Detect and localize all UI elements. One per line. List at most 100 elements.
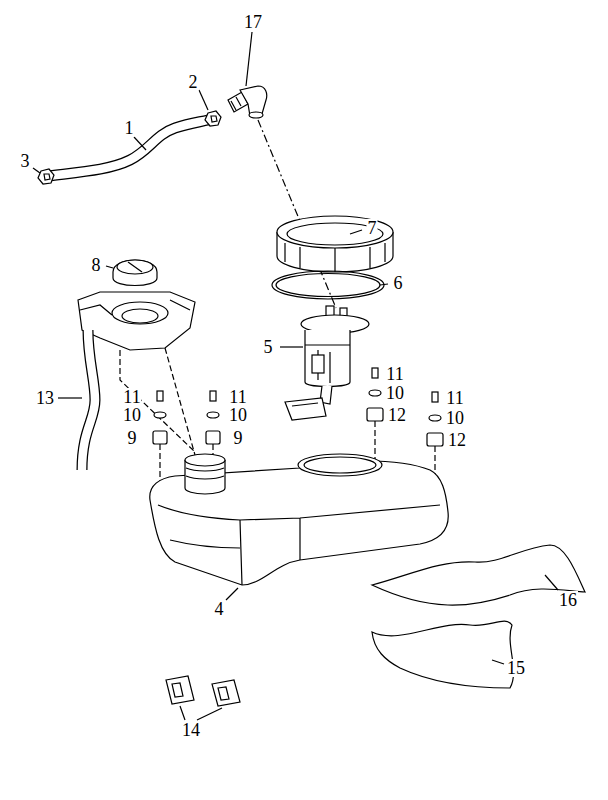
line-art xyxy=(298,454,382,476)
line-art xyxy=(80,300,190,315)
line-art xyxy=(492,660,504,664)
line-art xyxy=(112,302,168,324)
line-art xyxy=(82,330,95,470)
callout-number: 17 xyxy=(243,13,263,31)
line-art xyxy=(367,408,383,421)
tank-pad xyxy=(372,545,585,605)
callout-number: 8 xyxy=(91,256,102,274)
callout-number: 10 xyxy=(385,384,405,402)
line-art xyxy=(207,412,219,418)
line-art xyxy=(369,390,381,396)
line-art xyxy=(205,111,221,126)
callout-number: 11 xyxy=(228,388,247,406)
callout-number: 5 xyxy=(263,338,274,356)
lock-ring xyxy=(277,216,393,272)
line-art xyxy=(172,683,183,697)
line-art xyxy=(211,116,217,122)
callout-number: 10 xyxy=(122,406,142,424)
callout-number: 10 xyxy=(228,406,248,424)
line-art xyxy=(113,260,157,286)
line-art xyxy=(186,468,224,479)
line-art xyxy=(380,284,388,285)
line-art xyxy=(226,588,238,600)
elbow-connector xyxy=(228,86,267,118)
line-art xyxy=(350,230,362,234)
callout-number: 7 xyxy=(367,219,378,237)
callout-number: 4 xyxy=(214,600,225,618)
line-art xyxy=(185,454,225,466)
line-art xyxy=(58,397,82,398)
line-art xyxy=(82,330,95,470)
line-art xyxy=(372,368,378,378)
line-art xyxy=(305,330,350,387)
line-art xyxy=(128,262,142,272)
line-art xyxy=(134,137,146,150)
line-art xyxy=(44,174,50,180)
line-art xyxy=(240,86,267,116)
hose-clamp xyxy=(38,169,54,184)
line-art xyxy=(312,355,324,373)
fuel-tank xyxy=(150,454,448,585)
vent-hose xyxy=(48,120,208,176)
line-art xyxy=(246,32,252,86)
callout-number: 9 xyxy=(127,429,138,447)
line-art xyxy=(280,346,303,347)
leader-lines xyxy=(33,32,558,720)
callout-number: 6 xyxy=(393,274,404,292)
line-art xyxy=(218,687,229,700)
line-art xyxy=(117,260,153,274)
line-art xyxy=(154,412,166,418)
assembly-line xyxy=(258,120,336,308)
line-art xyxy=(285,243,385,272)
callout-number: 11 xyxy=(385,365,404,383)
line-art xyxy=(48,120,208,176)
callout-number: 15 xyxy=(506,659,526,677)
line-art xyxy=(305,345,350,383)
line-art xyxy=(427,433,443,446)
line-art xyxy=(158,505,440,585)
line-art xyxy=(292,403,318,406)
tank-pad xyxy=(372,621,514,688)
callout-number: 11 xyxy=(122,388,141,406)
hose-clamp xyxy=(205,111,221,126)
line-art xyxy=(285,398,326,420)
line-art xyxy=(122,309,158,323)
line-art xyxy=(277,216,393,248)
filler-cap xyxy=(113,260,157,286)
line-art xyxy=(153,431,167,444)
callout-number: 2 xyxy=(188,73,199,91)
line-art xyxy=(429,415,441,421)
filler-housing xyxy=(78,292,195,350)
line-art xyxy=(157,391,163,401)
line-art xyxy=(106,266,113,268)
o-ring xyxy=(272,271,384,299)
line-art xyxy=(304,457,376,473)
callout-number: 9 xyxy=(233,429,244,447)
clip xyxy=(166,676,240,706)
callout-number: 11 xyxy=(445,389,464,407)
line-art xyxy=(206,431,220,444)
line-art xyxy=(38,169,54,184)
line-art xyxy=(78,292,195,350)
callout-number: 14 xyxy=(181,721,201,739)
line-art xyxy=(199,90,208,110)
assembly-line xyxy=(120,348,195,455)
drain-hose xyxy=(82,330,95,470)
line-art xyxy=(180,706,222,720)
callout-number: 12 xyxy=(447,431,467,449)
line-art xyxy=(249,112,263,118)
callout-number: 10 xyxy=(445,409,465,427)
line-art xyxy=(432,392,438,402)
callout-number: 13 xyxy=(35,389,55,407)
line-art xyxy=(150,461,448,585)
line-art xyxy=(272,271,384,299)
line-art xyxy=(48,120,208,176)
fuel-pump xyxy=(285,306,369,420)
line-art xyxy=(231,97,241,110)
line-art xyxy=(33,168,40,173)
line-art xyxy=(545,575,558,590)
line-art xyxy=(166,676,194,704)
callout-number: 3 xyxy=(20,152,31,170)
line-art xyxy=(276,274,380,297)
